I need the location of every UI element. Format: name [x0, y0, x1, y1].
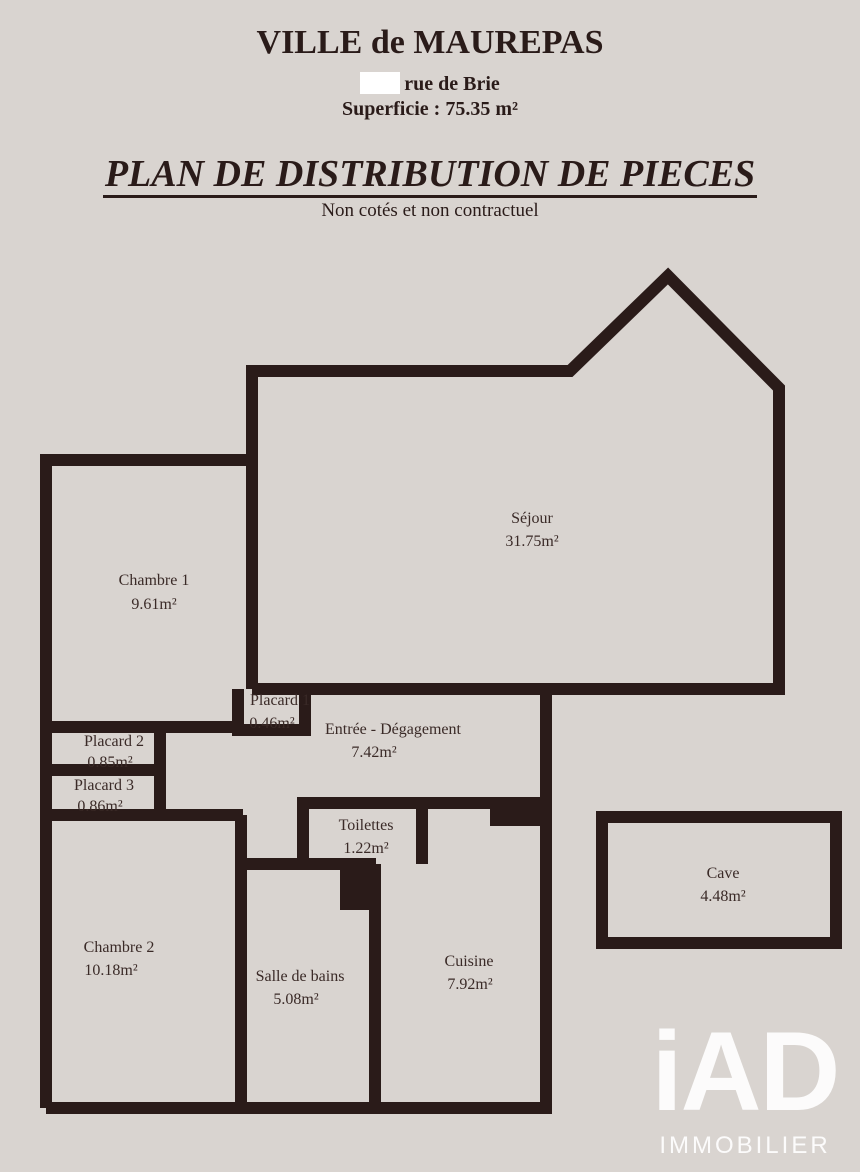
wall-toilettes [297, 797, 546, 864]
wall-outer [40, 267, 785, 1114]
room-area-chambre1: 9.61m² [131, 596, 176, 613]
duct-block [490, 800, 546, 826]
address-text: rue de Brie [404, 73, 500, 95]
wall-cave [596, 811, 842, 949]
room-area-toilettes: 1.22m² [343, 840, 388, 857]
city-heading: VILLE de MAUREPAS [256, 24, 604, 61]
room-area-cave: 4.48m² [700, 888, 745, 905]
room-name-placard1: Placard 1 [250, 692, 310, 709]
room-area-placard1: 0.46m² [249, 715, 294, 732]
room-name-sejour: Séjour [511, 510, 553, 527]
wall-placard1 [232, 683, 311, 736]
address: rue de Brie [0, 72, 860, 96]
duct-block [340, 864, 378, 910]
room-name-placard3: Placard 3 [74, 777, 134, 794]
logo-tagline: IMMOBILIER [659, 1132, 831, 1159]
room-area-sdb: 5.08m² [273, 991, 318, 1008]
room-area-placard2: 0.85m² [87, 754, 132, 771]
room-name-placard2: Placard 2 [84, 733, 144, 750]
plan-title-text: PLAN DE DISTRIBUTION DE PIECES [102, 153, 758, 198]
room-name-toilettes: Toilettes [339, 817, 394, 834]
plan-title: PLAN DE DISTRIBUTION DE PIECES [0, 152, 860, 198]
total-area: Superficie : 75.35 m² [342, 98, 518, 120]
room-name-cuisine: Cuisine [445, 953, 494, 970]
room-area-sejour: 31.75m² [505, 533, 558, 550]
room-area-cuisine: 7.92m² [447, 976, 492, 993]
room-name-entree: Entrée - Dégagement [325, 721, 461, 738]
iad-logo: iAD IMMOBILIER [630, 1012, 860, 1172]
plan-subtitle: Non cotés et non contractuel [321, 200, 539, 221]
room-name-cave: Cave [707, 865, 740, 882]
room-area-placard3: 0.86m² [77, 798, 122, 815]
room-name-sdb: Salle de bains [256, 968, 345, 985]
room-name-chambre1: Chambre 1 [119, 572, 190, 589]
room-name-chambre2: Chambre 2 [84, 939, 155, 956]
redaction-mask [360, 72, 401, 94]
room-area-chambre2: 10.18m² [84, 962, 137, 979]
room-area-entree: 7.42m² [351, 744, 396, 761]
logo-brand: iAD [651, 1009, 841, 1134]
